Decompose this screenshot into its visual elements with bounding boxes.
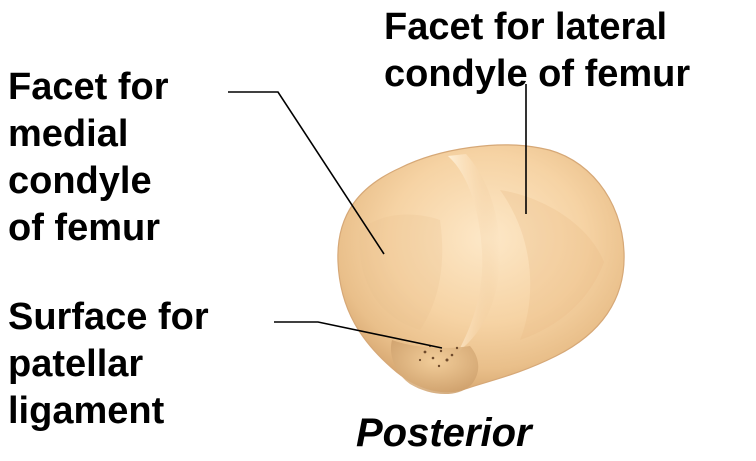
label-line: Facet for bbox=[8, 64, 168, 111]
label-line: Surface for bbox=[8, 294, 209, 341]
label-line: Facet for lateral bbox=[384, 4, 690, 51]
label-line: condyle bbox=[8, 158, 168, 205]
label-line: medial bbox=[8, 111, 168, 158]
patellar-ligament-surface bbox=[391, 340, 478, 394]
label-medial-facet: Facet for medial condyle of femur bbox=[8, 64, 168, 252]
view-label: Posterior bbox=[356, 410, 532, 457]
label-patellar-surface: Surface for patellar ligament bbox=[8, 294, 209, 435]
label-line: of femur bbox=[8, 205, 168, 252]
label-line: patellar bbox=[8, 341, 209, 388]
label-line: condyle of femur bbox=[384, 51, 690, 98]
label-line: ligament bbox=[8, 388, 209, 435]
label-lateral-facet: Facet for lateral condyle of femur bbox=[384, 4, 690, 98]
